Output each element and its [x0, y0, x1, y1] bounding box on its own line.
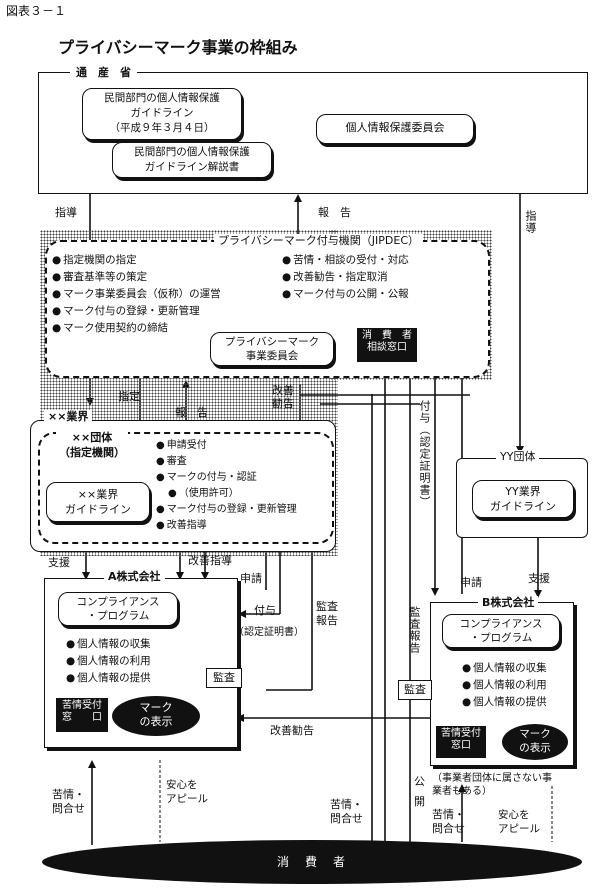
label-hokoku-mid: 報 告 — [175, 406, 208, 419]
label-fuyo-a-cert: （認定証明書） — [234, 627, 304, 638]
jipdec-duties-left: 指定機関の指定 審査基準等の策定 マーク事業委員会（仮称）の運営 マーク付与の登… — [52, 252, 221, 337]
industry-label: ××業界 — [44, 410, 93, 424]
company-b-items: 個人情報の収集 個人情報の利用 個人情報の提供 — [462, 660, 547, 711]
label-shien-left: 支援 — [48, 556, 70, 569]
label-anshin-b: 安心を アピール — [498, 809, 540, 835]
consumer-consultation-desk: 消 費 者 相談窓口 — [357, 328, 417, 362]
jipdec-duties-right: 苦情・相談の受付・対応 改善勧告・指定取消 マーク付与の公開・公報 — [282, 252, 409, 303]
company-b-mark-display: マーク の表示 — [502, 724, 568, 760]
yy-guideline: YY業界 ガイドライン — [472, 480, 574, 518]
company-b-complaint-desk: 苦情受付 窓口 — [436, 726, 486, 758]
label-kujo-b: 苦情・ 問合せ — [432, 808, 465, 835]
industry-duties: 申請受付 審査 マークの付与・認証 （使用許可） マーク付与の登録・更新管理 改… — [156, 438, 297, 534]
miti-label: 通 産 省 — [70, 66, 137, 80]
industry-group: ××団体 （指定機関） — [56, 430, 128, 460]
mark-business-committee: プライバシーマーク 事業委員会 — [210, 332, 334, 366]
company-a-complaint-desk: 苦情受付 窓 口 — [56, 698, 108, 732]
company-a-audit: 監査 — [206, 668, 242, 688]
label-kansa-hokoku-a: 監査 報告 — [316, 600, 338, 627]
label-shido-right: 指導 — [524, 210, 537, 234]
figure-label: 図表３－１ — [6, 4, 67, 18]
company-b-program: コンプライアンス ・プログラム — [442, 614, 560, 648]
label-kaizen-kankoku-top: 改善 勧告 — [272, 384, 294, 410]
label-kujo-a: 苦情・ 問合せ — [52, 788, 85, 815]
privacy-protection-committee: 個人情報保護委員会 — [316, 114, 474, 144]
industry-guideline: ××業界 ガイドライン — [46, 482, 150, 522]
jipdec-label: プライバシーマーク付与機関（JIPDEC） — [214, 234, 424, 248]
label-fuyo-right: 付与（認定証明書） — [418, 400, 431, 508]
label-kaizen-kankoku-bottom: 改善勧告 — [270, 724, 314, 737]
label-anshin-a: 安心を アピール — [166, 779, 208, 805]
company-b-audit: 監査 — [398, 680, 432, 700]
company-a-items: 個人情報の収集 個人情報の利用 個人情報の提供 — [66, 636, 151, 687]
page-title: プライバシーマーク事業の枠組み — [58, 38, 298, 57]
label-shitei: 指定 — [118, 390, 140, 403]
label-fuyo-a: 付与 — [254, 604, 276, 617]
label-shido-left: 指導 — [55, 206, 77, 219]
label-shinsei-b: 申請 — [460, 576, 482, 589]
label-kaizen-shido: 改善指導 — [188, 554, 232, 567]
yy-group-label: YY団体 — [496, 450, 540, 464]
label-kujo-mid: 苦情・ 問合せ — [330, 798, 363, 825]
company-a-mark-display: マーク の表示 — [112, 696, 200, 736]
label-kokai: 公 開 — [414, 775, 425, 808]
company-a-label: A株式会社 — [104, 570, 165, 584]
company-a-program: コンプライアンス ・プログラム — [58, 592, 178, 626]
label-shien-right: 支援 — [528, 572, 550, 585]
company-b-note: （事業者団体に属さない事 業者もある） — [432, 773, 552, 797]
company-b-label: B株式会社 — [478, 596, 539, 610]
label-kansa-hokoku-b: 監査報告 — [408, 606, 421, 654]
label-shinsei-a: 申請 — [240, 572, 262, 585]
miti-guideline: 民間部門の個人情報保護 ガイドライン （平成９年３月４日） — [82, 88, 242, 140]
miti-guideline-commentary: 民間部門の個人情報保護 ガイドライン解説書 — [112, 142, 272, 178]
consumer-ellipse: 消 費 者 — [42, 840, 582, 884]
label-hokoku-top: 報 告 — [318, 206, 351, 219]
